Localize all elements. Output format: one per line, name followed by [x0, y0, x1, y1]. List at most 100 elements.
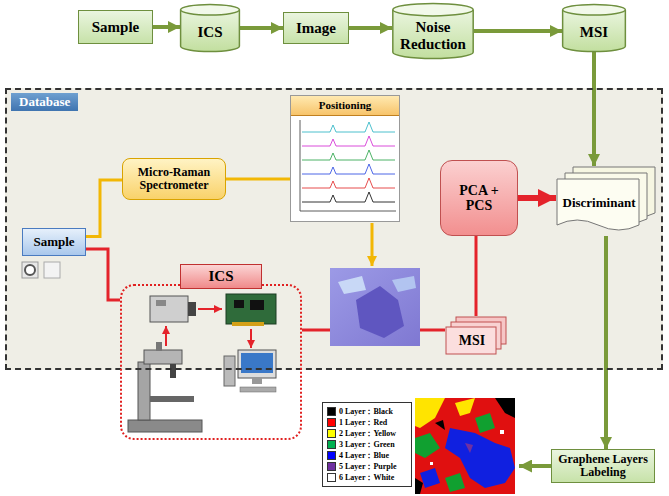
illustration-part — [371, 223, 374, 266]
ics-heading: ICS — [180, 264, 262, 289]
illustration-part — [250, 329, 252, 348]
illustration-part — [446, 327, 496, 354]
legend-swatch — [327, 462, 336, 471]
illustration-part — [238, 350, 276, 378]
node-label: ICS — [197, 24, 222, 41]
illustration-part — [557, 179, 639, 230]
illustration-part — [252, 378, 262, 384]
legend-row: 4 Layer：Blue — [327, 450, 407, 461]
illustration-part — [165, 326, 167, 346]
illustration-part — [435, 420, 445, 430]
illustration-part — [302, 122, 395, 132]
illustration-part — [415, 433, 440, 458]
illustration-part — [150, 396, 194, 402]
illustration-part — [188, 302, 196, 316]
raman-spectra-plot — [291, 116, 399, 266]
illustration-part — [181, 10, 240, 52]
connector — [226, 178, 290, 181]
illustration-part — [338, 276, 366, 294]
node-label: Sample — [33, 235, 74, 249]
node-label: Positioning — [319, 99, 372, 111]
connector — [349, 26, 392, 30]
sample-thumbnails — [22, 262, 60, 278]
sample-box: Sample — [22, 228, 86, 256]
instrument-box: Micro-Raman Spectrometer — [122, 158, 226, 200]
legend-row: 3 Layer：Green — [327, 439, 407, 450]
region-tab: Database — [11, 93, 78, 111]
process-box: Graphene Layers Labeling — [551, 449, 655, 483]
illustration-part — [224, 356, 235, 386]
illustration-part — [302, 178, 395, 188]
node-label: PCA + PCS — [445, 183, 513, 214]
plot-heading: Positioning — [291, 96, 399, 116]
illustration-part — [392, 276, 416, 292]
illustration-part — [445, 473, 465, 492]
node-label: Graphene Layers Labeling — [556, 453, 650, 479]
connector — [240, 26, 283, 30]
node-label: Noise Reduction — [396, 19, 470, 52]
legend-text: 6 Layer：White — [339, 472, 394, 483]
node-label: Micro-Raman Spectrometer — [127, 166, 221, 192]
labeling-arrow — [519, 464, 551, 468]
process-box: Image — [283, 12, 349, 44]
ics-group: ICS — [120, 264, 302, 440]
legend-swatch — [327, 473, 336, 482]
cylinder-node: MSI — [562, 4, 626, 52]
illustration-part — [144, 350, 182, 364]
illustration-part — [455, 398, 475, 416]
illustration-part — [445, 428, 515, 488]
connector — [474, 29, 562, 33]
illustration-part — [291, 116, 399, 221]
illustration-part — [465, 443, 473, 453]
cylinder-node: Noise Reduction — [392, 3, 474, 59]
legend-row: 1 Layer：Red — [327, 417, 407, 428]
illustration-part — [25, 265, 35, 275]
dotted-outline — [120, 284, 302, 440]
illustration-part — [138, 362, 150, 420]
node-label: MSI — [459, 333, 485, 348]
legend-swatch — [327, 418, 336, 427]
illustration-part — [430, 462, 433, 465]
node-label: Database — [19, 95, 70, 109]
illustration-part — [393, 4, 473, 16]
illustration-part — [300, 120, 301, 211]
illustration-part — [232, 322, 264, 326]
legend-swatch — [327, 451, 336, 460]
illustration-part — [500, 430, 504, 434]
connector — [604, 236, 608, 449]
connector — [86, 249, 120, 300]
legend-swatch — [327, 429, 336, 438]
connector — [475, 236, 478, 316]
legend-row: 2 Layer：Yellow — [327, 428, 407, 439]
illustration-part — [563, 10, 626, 52]
legend-text: 4 Layer：Blue — [339, 450, 389, 461]
illustration-part — [150, 296, 188, 322]
database-region: DatabaseMicro-Raman Spectrometer Position… — [5, 88, 663, 370]
plot-panel: Positioning — [290, 95, 400, 222]
process-box: Sample — [78, 10, 153, 44]
document-stack: Discriminant — [556, 166, 656, 236]
illustration-part — [44, 262, 60, 278]
legend-text: 0 Layer：Black — [339, 406, 393, 417]
illustration-part — [241, 353, 273, 373]
stacked-cards: MSI — [445, 316, 507, 356]
illustration-part — [302, 192, 395, 202]
illustration-part — [22, 262, 38, 278]
illustration-part — [250, 300, 264, 310]
illustration-part — [170, 364, 176, 378]
legend-text: 2 Layer：Yellow — [339, 428, 396, 439]
legend-row: 5 Layer：Purple — [327, 461, 407, 472]
illustration-part — [234, 300, 244, 308]
illustration-part — [198, 308, 222, 310]
graphene-image — [330, 268, 420, 346]
illustration-part — [302, 136, 395, 146]
legend-box: 0 Layer：Black1 Layer：Red2 Layer：Yellow3 … — [322, 402, 412, 487]
cylinder-node: ICS — [180, 4, 240, 52]
legend-row: 0 Layer：Black — [327, 406, 407, 417]
illustration-part — [415, 398, 515, 494]
ics-hardware — [128, 294, 276, 432]
node-label: ICS — [208, 268, 233, 285]
illustration-part — [330, 268, 420, 346]
legend-text: 5 Layer：Purple — [339, 461, 397, 472]
